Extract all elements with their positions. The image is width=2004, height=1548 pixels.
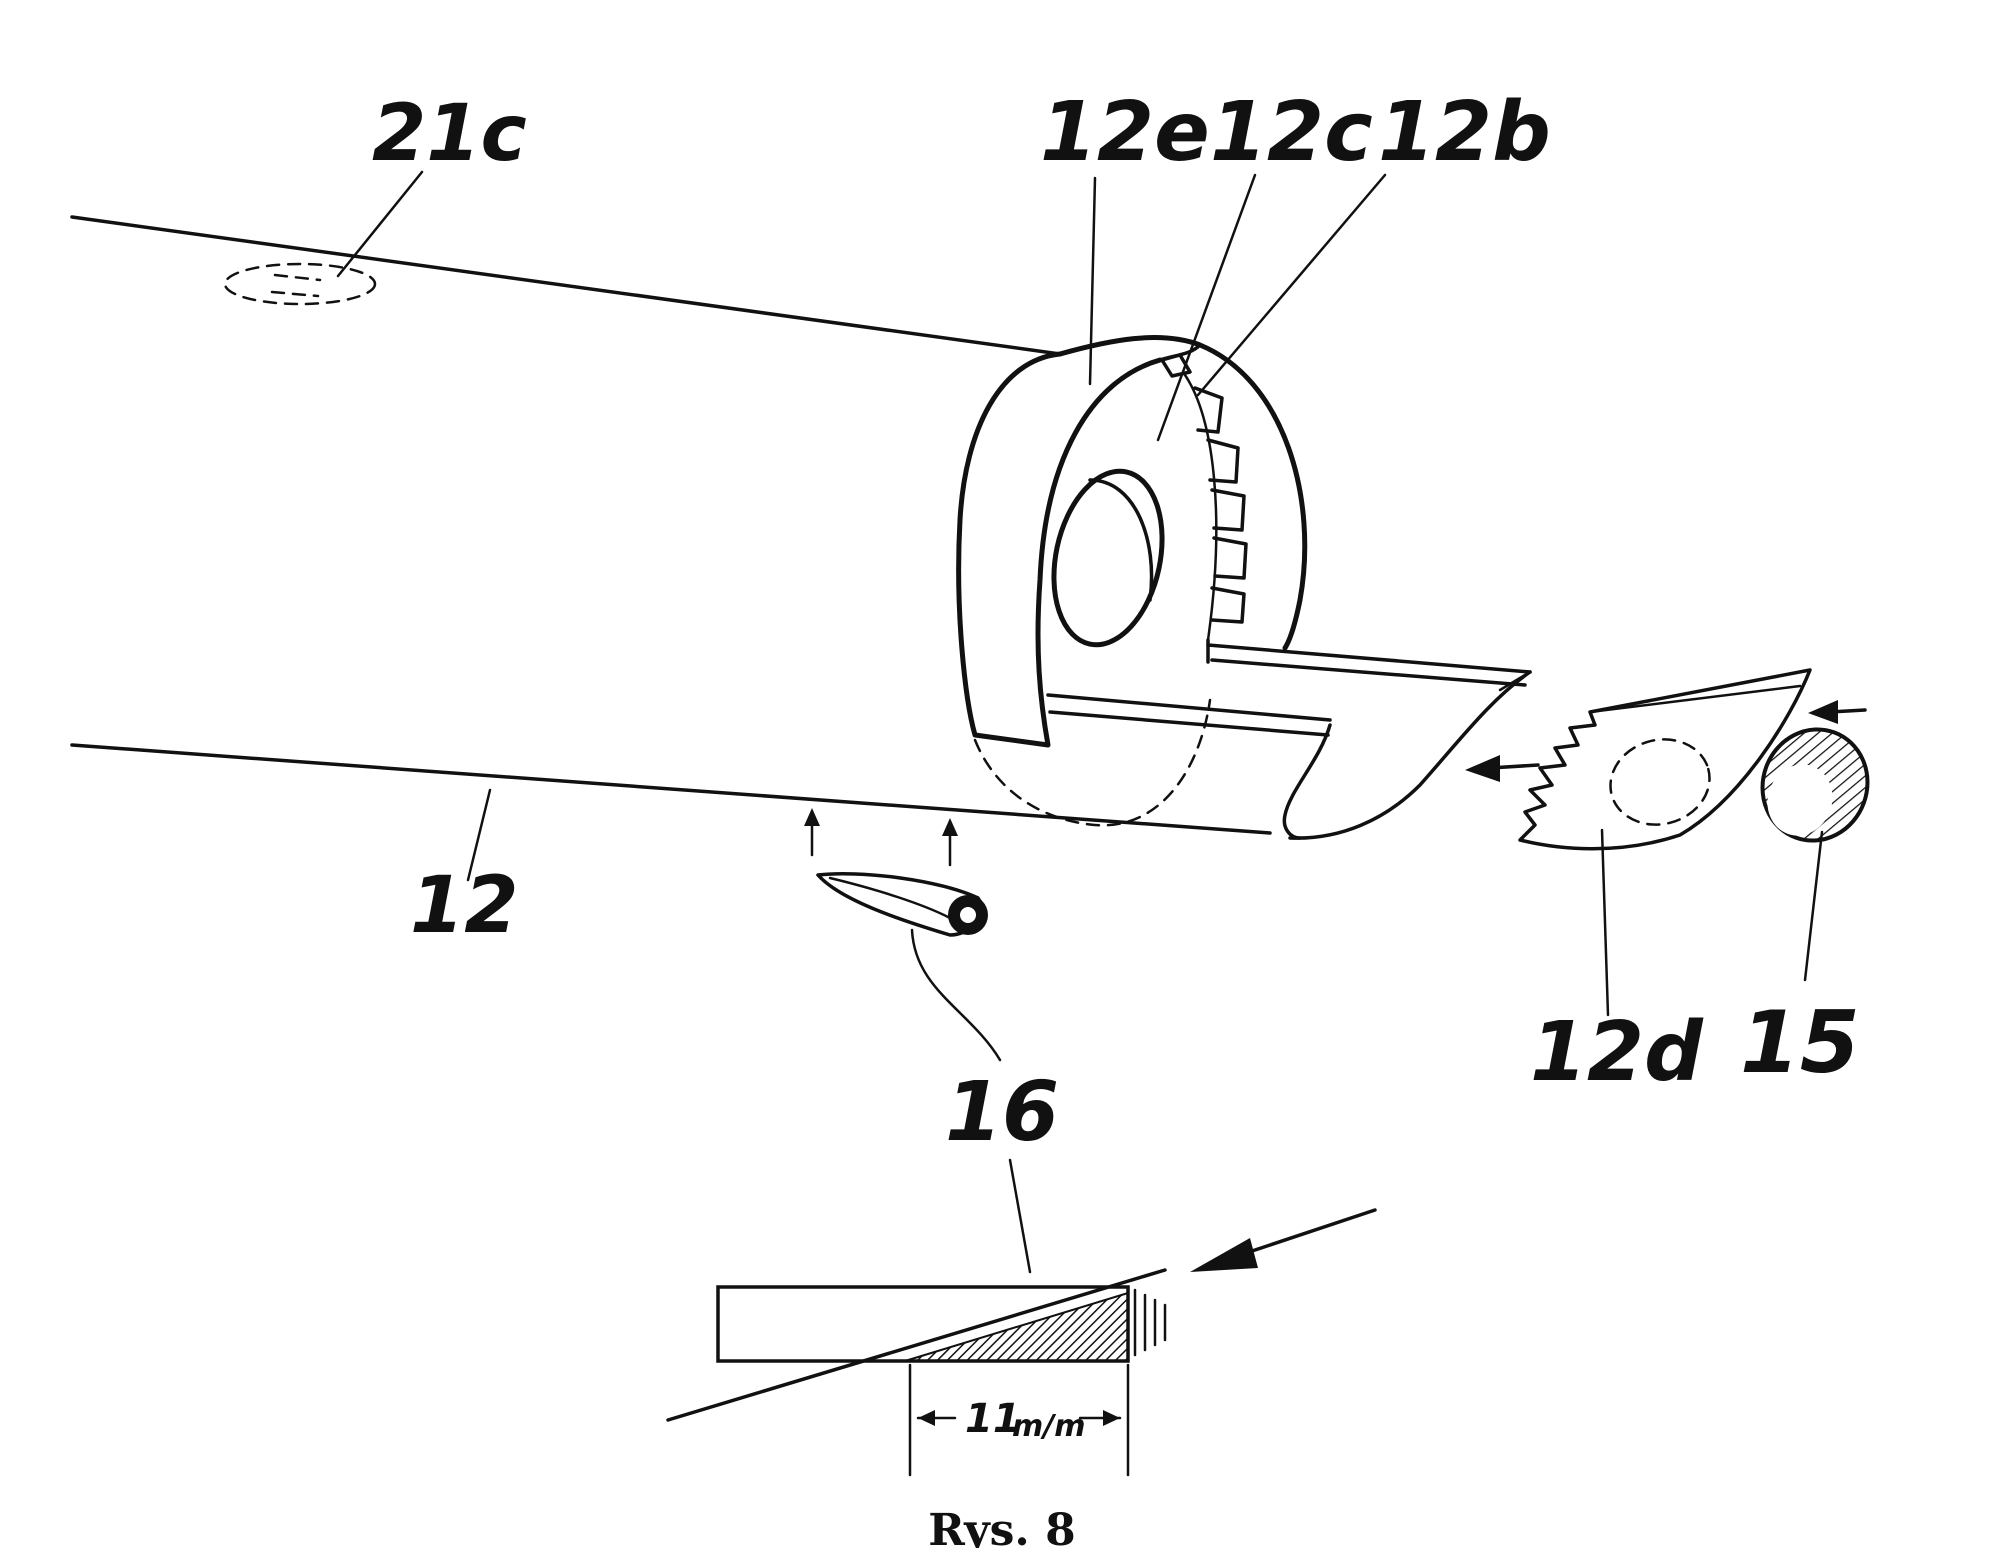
label-12: 12: [410, 861, 519, 951]
hole-21c: [223, 262, 377, 306]
tooth-5: [1210, 586, 1246, 624]
dimension-value: 11: [965, 1396, 1021, 1442]
arrow-left-2-head: [1808, 700, 1838, 724]
leader-lines: [336, 170, 1824, 1274]
tube-bottom-edge: [70, 743, 1272, 835]
label-12c: 12c: [1210, 85, 1373, 180]
arrow-up-1-head: [804, 808, 820, 826]
tube-top-edge: [70, 215, 1062, 356]
label-16: 16: [945, 1065, 1059, 1160]
plug-highlight: [1767, 764, 1833, 836]
wedge-outline: [1518, 668, 1812, 851]
collar-hidden-dashed: [973, 698, 1212, 827]
wedge-top-face: [1588, 684, 1802, 714]
section-hatched-wedge: [904, 1291, 1129, 1362]
insert-arrows: [804, 808, 958, 867]
collar-front-face: [956, 351, 1163, 748]
label-15: 15: [1740, 993, 1860, 1093]
leader-12d: [1600, 828, 1610, 1017]
slot-lower-inner: [1048, 710, 1330, 737]
leader-21c: [336, 170, 424, 278]
arrow-left-1-head: [1465, 755, 1500, 782]
slot-tip-curve: [1288, 670, 1532, 840]
arrow-up-2-head: [942, 818, 958, 836]
pin-head-center: [960, 907, 976, 923]
collar-outer-arc: [1057, 335, 1308, 651]
part-12d: [1518, 668, 1812, 851]
collar-inner-line: [1183, 373, 1218, 642]
leader-15: [1803, 830, 1824, 982]
leader-16: [910, 928, 1002, 1062]
part-16: [816, 871, 988, 937]
tooth-4: [1212, 536, 1248, 580]
tooth-top: [1160, 353, 1192, 378]
section-force-arrow-shaft: [1238, 1208, 1377, 1257]
dashed-hole-outer: [223, 262, 377, 306]
label-12e: 12e: [1040, 85, 1210, 180]
label-21c: 21c: [372, 89, 527, 179]
tube-body: [70, 215, 1272, 835]
dim-arrow-right: [1103, 1410, 1120, 1426]
dimension-unit: m/m: [1012, 1409, 1085, 1444]
tooth-2: [1206, 438, 1240, 484]
dashed-hole-inner: [270, 273, 322, 298]
slot-upper-inner: [1210, 658, 1527, 687]
inner-bore-rim: [1088, 478, 1154, 602]
wedge-dashed-hole: [1609, 738, 1711, 826]
leader-12c: [1156, 173, 1257, 442]
leader-12e: [1088, 176, 1097, 386]
label-12d: 12d: [1530, 1005, 1704, 1100]
section-cut-line: [666, 1268, 1167, 1422]
slot-tip-edge: [1498, 670, 1532, 692]
slot-lower-top: [1046, 693, 1332, 722]
slot-notch-curve: [1282, 723, 1332, 840]
part-15: [1760, 727, 1870, 843]
leader-12b: [1196, 173, 1387, 397]
reference-labels: 21c 12e 12c 12b 12 16 12d 15 11 m/m: [372, 85, 1860, 1444]
dim-arrow-left: [918, 1410, 935, 1426]
assembly-arrows: [1465, 700, 1867, 782]
section-end-marks: [1133, 1288, 1167, 1357]
section-force-arrow-head: [1190, 1238, 1258, 1272]
label-12b: 12b: [1378, 85, 1551, 180]
slot-upper-top: [1206, 643, 1532, 674]
tooth-3: [1210, 488, 1246, 532]
section-view: [666, 1208, 1377, 1477]
inner-bore: [1051, 468, 1165, 648]
figure-caption: Rys. 8: [928, 1505, 1075, 1548]
pin-inner-line: [828, 876, 952, 920]
leader-16-section: [1008, 1158, 1032, 1274]
tube-end: [956, 335, 1532, 840]
leader-12: [466, 788, 492, 882]
